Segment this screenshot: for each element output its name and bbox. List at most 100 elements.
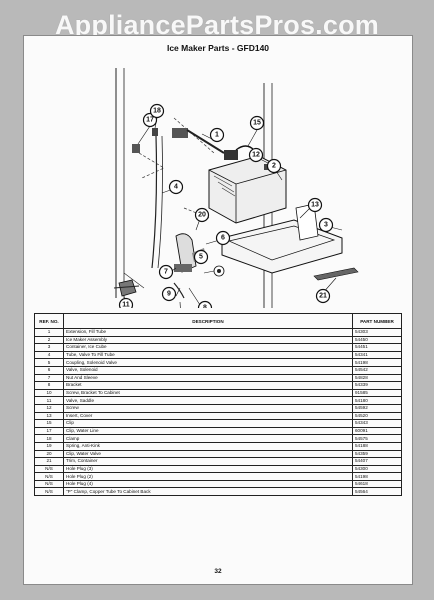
description-cell: Clip [63,419,353,428]
ref-no-cell: 4 [34,350,64,360]
ref-no-cell: 10 [34,388,64,398]
ref-no-cell: 13 [34,411,64,421]
part-number-cell: 54520 [352,411,402,421]
ref-no-cell: 17 [34,426,64,436]
part-number-cell: 54198 [352,472,402,481]
part-number-cell: 91585 [352,388,402,398]
callout-13: 13 [311,202,319,209]
ref-no-cell: N/S [34,479,64,489]
ref-no-cell: 19 [34,441,64,451]
ref-no-cell: 20 [34,449,64,459]
ref-no-cell: 15 [34,419,64,428]
part-number-cell: 54828 [352,373,402,383]
part-number-cell: 54450 [352,335,402,345]
ref-no-cell: 18 [34,434,64,443]
description-cell: Bracket [63,381,353,390]
ref-no-cell: N/S [34,472,64,481]
header-description: DESCRIPTION [63,313,353,329]
callout-12: 12 [252,152,260,159]
page-title: Ice Maker Parts - GFD140 [166,43,270,53]
description-cell: Hole Plug (4) [63,479,353,489]
part-number-cell: 54451 [352,343,402,352]
header-part-number: PART NUMBER [352,313,402,329]
description-cell: Coupling, Solenoid Valve [63,358,353,367]
ref-no-cell: 8 [34,381,64,390]
description-cell: Extension, Fill Tube [63,328,353,337]
part-number-cell: 54564 [352,487,402,497]
table-row: N/S"P" Clamp, Copper Tube To Cabinet Bac… [34,487,402,497]
ref-no-cell: 7 [34,373,64,383]
part-number-cell: 54188 [352,441,402,451]
part-number-cell: 54341 [352,350,402,360]
callout-15: 15 [253,120,261,127]
ref-no-cell: 1 [34,328,64,337]
callout-1: 1 [215,132,219,139]
callout-4: 4 [174,184,178,191]
page-number: 32 [214,568,222,575]
parts-page: Ice Maker Parts - GFD140 [23,35,413,585]
exploded-diagram: 17 18 1 15 12 2 4 13 3 20 6 5 7 9 10 8 1… [113,68,359,308]
callout-6: 6 [221,235,225,242]
ref-no-cell: 2 [34,335,64,345]
description-cell: Insert, Cover [63,411,353,421]
part-number-cell: 54343 [352,419,402,428]
ref-no-cell: 12 [34,403,64,413]
callout-18: 18 [153,108,161,115]
callout-21: 21 [319,293,327,300]
part-number-cell: 54618 [352,479,402,489]
description-cell: "P" Clamp, Copper Tube To Cabinet Back [63,487,353,497]
ref-no-cell: 21 [34,457,64,466]
description-cell: Hole Plug (2) [63,472,353,481]
ref-no-cell: 3 [34,343,64,352]
callout-5: 5 [199,254,203,261]
description-cell: Nut And Sleeve [63,373,353,383]
description-cell: Clamp [63,434,353,443]
part-number-cell: 54339 [352,381,402,390]
description-cell: Ice Maker Assembly [63,335,353,345]
header-ref-no: REF. NO. [34,313,64,329]
part-number-cell: 54198 [352,358,402,367]
description-cell: Valve, Saddle [63,396,353,405]
part-number-cell: 54303 [352,328,402,337]
description-cell: Screw [63,403,353,413]
description-cell: Hole Plug (3) [63,464,353,474]
part-number-cell: 54300 [352,464,402,474]
description-cell: Screw, Bracket To Cabinet [63,388,353,398]
ref-no-cell: 6 [34,365,64,375]
callout-20: 20 [198,212,206,219]
callout-17: 17 [146,117,154,124]
part-number-cell: 54407 [352,457,402,466]
callout-3: 3 [324,222,328,229]
part-number-cell: 54359 [352,449,402,459]
table-header-row: REF. NO. DESCRIPTION PART NUMBER [34,313,402,329]
part-number-cell: 54575 [352,434,402,443]
part-number-cell: 54180 [352,396,402,405]
callout-9: 9 [167,291,171,298]
description-cell: Trim, Container [63,457,353,466]
part-number-cell: 54542 [352,365,402,375]
description-cell: Tube, Valve To Fill Tube [63,350,353,360]
description-cell: Clip, Water Valve [63,449,353,459]
part-number-cell: 54592 [352,403,402,413]
